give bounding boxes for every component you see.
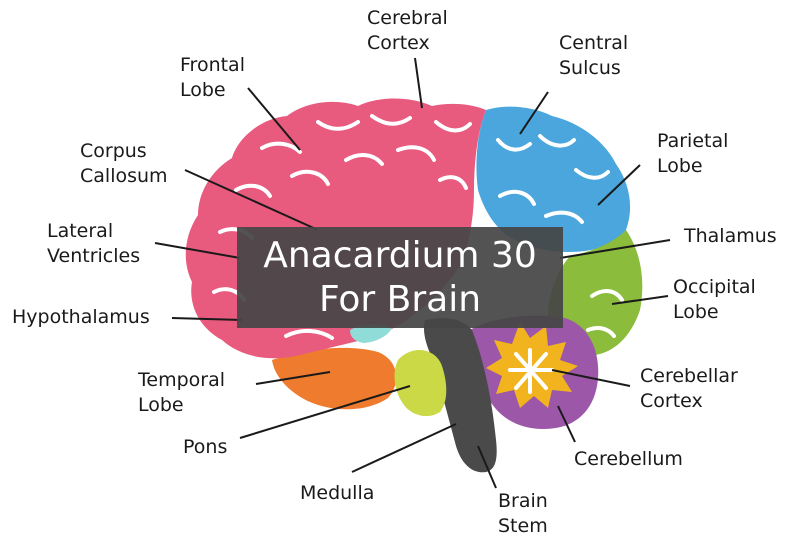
leader-central-sulcus	[519, 91, 549, 135]
label-parietal-lobe: Parietal Lobe	[657, 130, 734, 177]
leader-temporal-lobe	[255, 371, 331, 385]
parietal-lobe-region	[476, 106, 631, 252]
pons-region	[394, 349, 447, 417]
leader-cerebellum	[557, 405, 576, 443]
label-cerebral-cortex: Cerebral Cortex	[367, 7, 454, 54]
label-cerebellar-cortex: Cerebellar Cortex	[640, 365, 744, 412]
ventricle-region	[350, 324, 392, 343]
overlay-title-line1: Anacardium 30	[263, 234, 537, 276]
leader-medulla	[351, 423, 457, 473]
leader-thalamus	[559, 239, 671, 259]
leader-frontal-lobe	[247, 87, 301, 151]
leader-corpus-callosum	[184, 169, 319, 231]
label-temporal-lobe: Temporal Lobe	[137, 369, 231, 416]
label-pons: Pons	[183, 436, 227, 458]
leader-brain-stem	[477, 445, 497, 489]
label-brain-stem: Brain Stem	[498, 490, 554, 537]
leader-cerebral-cortex	[414, 57, 423, 109]
label-cerebellum: Cerebellum	[574, 448, 683, 470]
leader-lines	[154, 57, 671, 489]
title-overlay: Anacardium 30 For Brain	[237, 227, 563, 328]
label-occipital-lobe: Occipital Lobe	[673, 276, 762, 323]
brain-stem-region	[423, 318, 497, 473]
cerebellar-cortex-folds	[508, 348, 554, 394]
label-medulla: Medulla	[300, 482, 374, 504]
temporal-lobe-region	[272, 347, 397, 410]
leader-hypothalamus	[171, 317, 243, 321]
label-central-sulcus: Central Sulcus	[559, 32, 634, 79]
leader-lateral-ventricles	[154, 242, 241, 259]
label-lateral-ventricles: Lateral Ventricles	[47, 220, 140, 267]
leader-pons	[239, 385, 411, 439]
overlay-title-line2: For Brain	[318, 278, 482, 320]
label-hypothalamus: Hypothalamus	[12, 306, 150, 328]
leader-cerebellar-cortex	[551, 369, 631, 387]
label-corpus-callosum: Corpus Callosum	[80, 140, 168, 187]
label-thalamus: Thalamus	[683, 225, 777, 247]
leader-occipital-lobe	[611, 295, 669, 305]
leader-parietal-lobe	[597, 164, 641, 206]
label-frontal-lobe: Frontal Lobe	[180, 54, 251, 101]
